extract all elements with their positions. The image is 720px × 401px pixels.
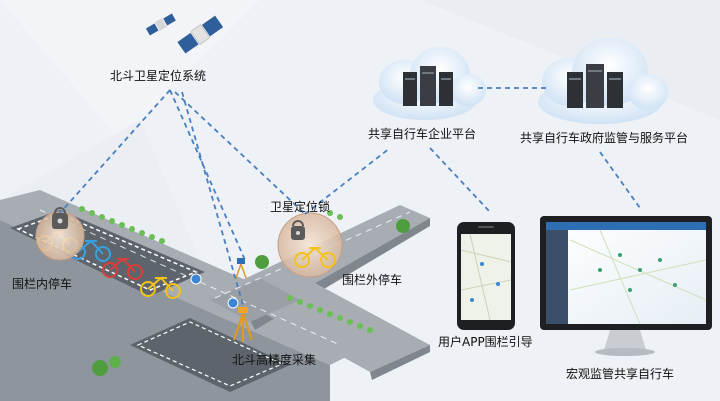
label-beidou-collect: 北斗高精度采集 [232,352,316,367]
label-macro-monitor: 宏观监管共享自行车 [566,366,674,381]
label-beidou-system: 北斗卫星定位系统 [110,68,206,83]
lock-bubble-inside [35,207,85,261]
label-satellite-lock: 卫星定位锁 [270,199,330,214]
lock-icon [291,220,305,240]
label-fence-outside: 围栏外停车 [342,272,402,287]
dashed-links [59,87,641,306]
monitor-icon [540,216,712,356]
label-enterprise-platform: 共享自行车企业平台 [368,126,476,141]
survey-marker-small [235,258,247,279]
bicycle-icon [294,246,336,268]
lock-icon [52,207,68,229]
parking-marker-icon [190,273,239,309]
cloud-icon-government [538,38,668,124]
label-fence-inside: 围栏内停车 [12,276,72,291]
parking-zone-collect [130,318,290,392]
label-app-guide: 用户APP围栏引导 [438,334,533,349]
satellite-icon [145,13,224,54]
tree-icon [79,206,410,376]
lock-bubble-outside [277,212,343,278]
smartphone-icon [457,222,515,330]
cloud-icon-enterprise [373,47,486,120]
label-gov-platform: 共享自行车政府监管与服务平台 [520,130,688,145]
server-icon [403,66,453,106]
server-icon [567,64,623,108]
survey-tripod-icon [233,307,253,342]
